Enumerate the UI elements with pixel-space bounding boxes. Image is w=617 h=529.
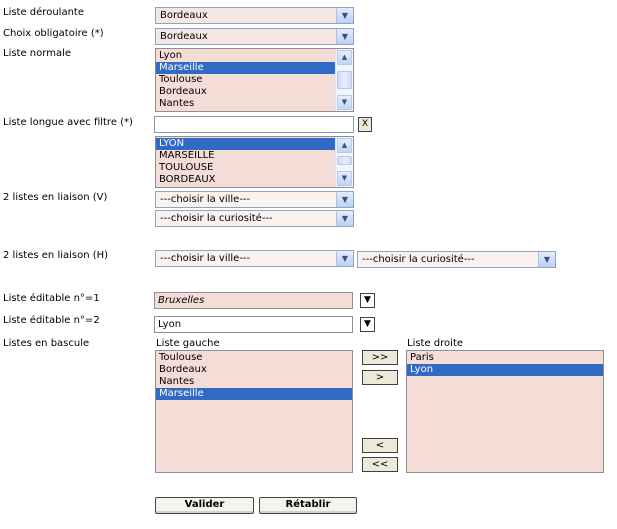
list-item[interactable]: Toulouse [159,74,203,85]
scrollbar[interactable]: ▲ ▼ [335,137,353,187]
move-all-right-button[interactable]: >> [362,350,398,365]
liste-normale-listbox[interactable]: Lyon Marseille Toulouse Bordeaux Nantes … [155,48,354,112]
scroll-up-icon[interactable]: ▲ [337,138,352,153]
scroll-down-icon[interactable]: ▼ [337,95,352,110]
scroll-thumb[interactable] [337,156,352,165]
label-liaison-h: 2 listes en liaison (H) [3,250,109,261]
liste-gauche-listbox[interactable]: Toulouse Bordeaux Nantes Marseille [155,350,353,473]
chevron-down-icon[interactable]: ▼ [336,29,353,44]
retablir-button[interactable]: Rétablir [259,497,357,514]
triangle-down-icon[interactable]: ▼ [360,293,375,308]
list-item-selected[interactable]: Marseille [156,388,352,400]
clear-filter-button[interactable]: X [358,117,372,132]
triangle-down-icon[interactable]: ▼ [360,317,375,332]
move-all-left-button[interactable]: << [362,457,398,472]
list-item[interactable]: Bordeaux [159,364,207,375]
liste-droite-listbox[interactable]: Paris Lyon [406,350,604,473]
list-item[interactable]: Bordeaux [159,86,207,97]
filter-input[interactable] [154,116,354,133]
list-item[interactable]: Nantes [159,376,195,387]
label-editable-2: Liste éditable n°=2 [3,315,100,326]
liste-deroulante-select[interactable]: Bordeaux ▼ [155,7,354,24]
valider-button[interactable]: Valider [155,497,254,514]
label-choix-obligatoire: Choix obligatoire (*) [3,28,104,39]
label-liste-deroulante: Liste déroulante [3,7,84,18]
label-liste-longue: Liste longue avec filtre (*) [3,117,133,128]
editable-2-input[interactable]: Lyon [154,316,353,333]
label-bascule: Listes en bascule [3,338,90,349]
liaison-v-ville-select[interactable]: ---choisir la ville--- ▼ [155,191,354,208]
list-item[interactable]: TOULOUSE [159,162,214,173]
liaison-h-curiosite-select[interactable]: ---choisir la curiosité--- ▼ [357,251,556,268]
liste-deroulante-value: Bordeaux [160,10,208,21]
list-item-selected[interactable]: Lyon [407,364,603,376]
chevron-down-icon[interactable]: ▼ [538,252,555,267]
label-liste-normale: Liste normale [3,48,72,59]
liaison-h-ville-select[interactable]: ---choisir la ville--- ▼ [155,250,354,267]
liste-gauche-label: Liste gauche [156,338,220,349]
scrollbar[interactable]: ▲ ▼ [335,49,353,111]
move-right-button[interactable]: > [362,370,398,385]
liaison-h-ville-value: ---choisir la ville--- [160,253,251,264]
choix-obligatoire-select[interactable]: Bordeaux ▼ [155,28,354,45]
scroll-down-icon[interactable]: ▼ [337,171,352,186]
list-item-selected[interactable]: LYON [156,138,336,150]
chevron-down-icon[interactable]: ▼ [336,192,353,207]
chevron-down-icon[interactable]: ▼ [336,251,353,266]
liaison-v-curiosite-select[interactable]: ---choisir la curiosité--- ▼ [155,210,354,227]
editable-1-input[interactable]: Bruxelles [154,292,353,309]
scroll-up-icon[interactable]: ▲ [337,50,352,65]
liaison-v-ville-value: ---choisir la ville--- [160,194,251,205]
list-item[interactable]: Nantes [159,98,195,109]
list-item[interactable]: BORDEAUX [159,174,216,185]
chevron-down-icon[interactable]: ▼ [336,8,353,23]
list-item[interactable]: MARSEILLE [159,150,215,161]
liste-longue-listbox[interactable]: LYON MARSEILLE TOULOUSE BORDEAUX ▲ ▼ [155,136,354,188]
move-left-button[interactable]: < [362,438,398,453]
liste-droite-label: Liste droite [407,338,464,349]
list-item[interactable]: Toulouse [159,352,203,363]
list-item[interactable]: Lyon [159,50,183,61]
list-item[interactable]: Paris [410,352,434,363]
list-item-selected[interactable]: Marseille [156,62,336,74]
scroll-thumb[interactable] [337,71,352,89]
label-liaison-v: 2 listes en liaison (V) [3,192,108,203]
liaison-h-curiosite-value: ---choisir la curiosité--- [362,254,475,265]
choix-obligatoire-value: Bordeaux [160,31,208,42]
label-editable-1: Liste éditable n°=1 [3,293,100,304]
chevron-down-icon[interactable]: ▼ [336,211,353,226]
liaison-v-curiosite-value: ---choisir la curiosité--- [160,213,273,224]
